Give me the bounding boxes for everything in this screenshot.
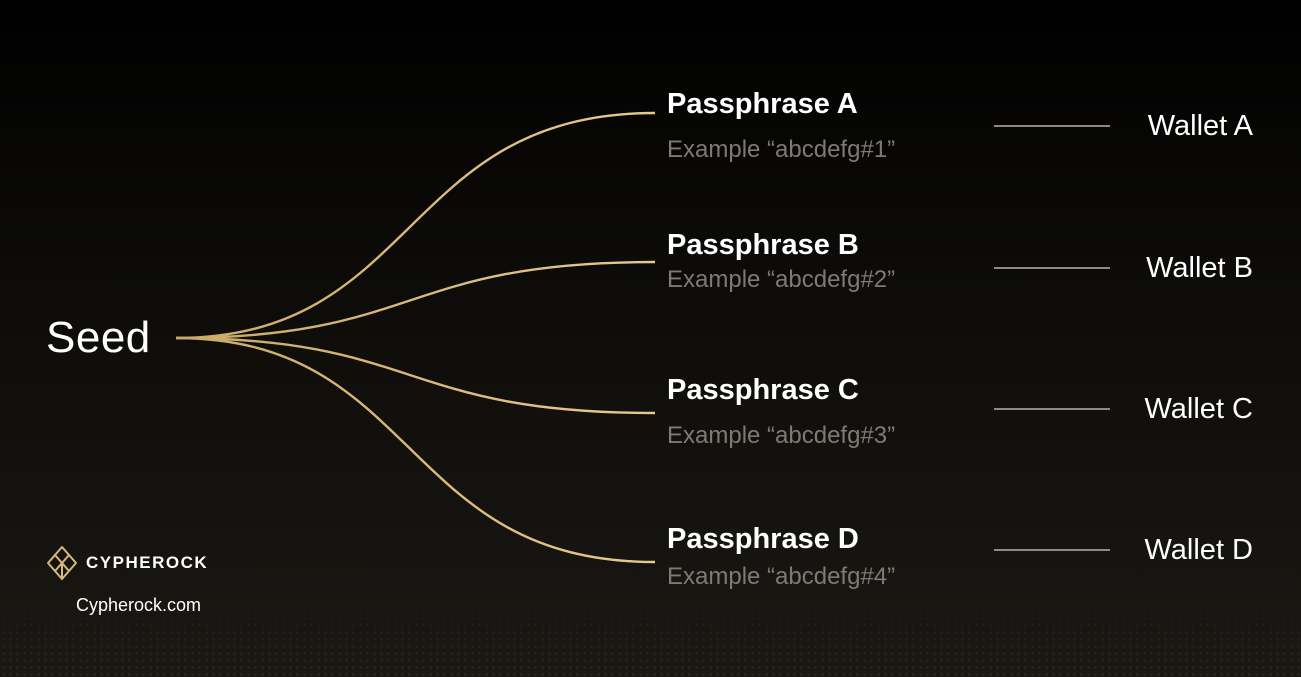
wallet-c-label: Wallet C — [1144, 393, 1254, 425]
curve-to-passphrase-d — [175, 336, 656, 564]
curve-to-passphrase-c — [175, 336, 656, 415]
passphrase-c-title: Passphrase C — [667, 374, 859, 406]
cypherock-logo-icon — [47, 546, 77, 580]
seed-label: Seed — [46, 313, 151, 362]
passphrase-a-title: Passphrase A — [667, 88, 858, 120]
passphrase-b-example: Example “abcdefg#2” — [667, 266, 896, 293]
wallet-a-label: Wallet A — [1147, 110, 1253, 142]
passphrase-d-title: Passphrase D — [667, 523, 859, 555]
passphrase-a-example: Example “abcdefg#1” — [667, 136, 896, 163]
brand-name: CYPHEROCK — [86, 553, 209, 572]
website-link[interactable]: Cypherock.com — [76, 595, 202, 615]
curve-to-passphrase-b — [175, 260, 656, 340]
wallet-d-label: Wallet D — [1144, 534, 1254, 566]
brand-logo: CYPHEROCK — [46, 545, 208, 581]
passphrase-d-example: Example “abcdefg#4” — [667, 563, 896, 590]
curve-to-passphrase-a — [175, 111, 656, 340]
passphrase-b-title: Passphrase B — [667, 229, 859, 261]
passphrase-c-example: Example “abcdefg#3” — [667, 422, 896, 449]
wallet-b-label: Wallet B — [1146, 252, 1253, 284]
